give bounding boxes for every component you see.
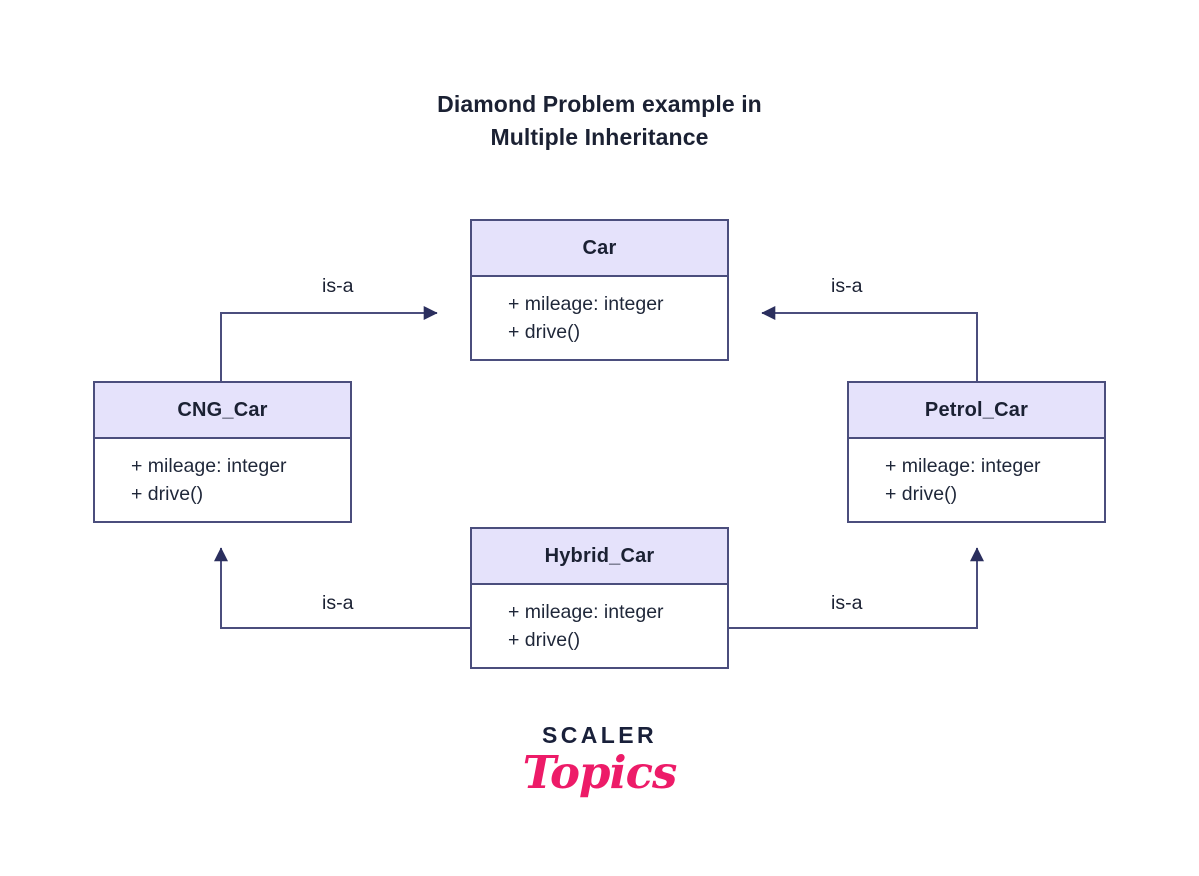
connector-hybrid-to-cng bbox=[214, 547, 471, 629]
uml-class-cng-car[interactable]: CNG_Car + mileage: integer + drive() bbox=[93, 381, 352, 523]
uml-class-car[interactable]: Car + mileage: integer + drive() bbox=[470, 219, 729, 361]
scaler-topics-logo: SCALER Topics bbox=[0, 722, 1199, 799]
edge-label-cng-to-car: is-a bbox=[322, 275, 354, 297]
connector-petrol-to-car bbox=[761, 306, 978, 381]
uml-member: + drive() bbox=[131, 483, 204, 506]
uml-member: + drive() bbox=[508, 321, 581, 344]
uml-class-petrol-car[interactable]: Petrol_Car + mileage: integer + drive() bbox=[847, 381, 1106, 523]
uml-class-car-name: Car bbox=[472, 221, 727, 277]
edge-label-hybrid-to-petrol: is-a bbox=[831, 592, 863, 614]
uml-class-petrol-car-name: Petrol_Car bbox=[849, 383, 1104, 439]
uml-class-cng-car-members: + mileage: integer + drive() bbox=[95, 439, 350, 509]
uml-class-cng-car-name: CNG_Car bbox=[95, 383, 350, 439]
connector-hybrid-to-petrol bbox=[729, 547, 984, 629]
uml-class-petrol-car-members: + mileage: integer + drive() bbox=[849, 439, 1104, 509]
uml-member: + mileage: integer bbox=[508, 601, 664, 623]
uml-member: + mileage: integer bbox=[885, 455, 1041, 477]
uml-class-hybrid-car-members: + mileage: integer + drive() bbox=[472, 585, 727, 655]
uml-member: + drive() bbox=[885, 483, 958, 506]
page-title-line-1: Diamond Problem example in bbox=[437, 91, 762, 117]
uml-member: + mileage: integer bbox=[131, 455, 287, 477]
page-title: Diamond Problem example in Multiple Inhe… bbox=[0, 88, 1199, 153]
page-title-line-2: Multiple Inheritance bbox=[490, 123, 709, 150]
uml-member: + mileage: integer bbox=[508, 293, 664, 315]
edge-label-hybrid-to-cng: is-a bbox=[322, 592, 354, 614]
logo-product-text: Topics bbox=[522, 746, 678, 799]
logo-brand-text: SCALER bbox=[542, 722, 657, 748]
uml-class-car-members: + mileage: integer + drive() bbox=[472, 277, 727, 347]
uml-class-hybrid-car-name: Hybrid_Car bbox=[472, 529, 727, 585]
uml-class-hybrid-car[interactable]: Hybrid_Car + mileage: integer + drive() bbox=[470, 527, 729, 669]
connector-cng-to-car bbox=[220, 306, 438, 381]
edge-label-petrol-to-car: is-a bbox=[831, 275, 863, 297]
uml-member: + drive() bbox=[508, 629, 581, 652]
